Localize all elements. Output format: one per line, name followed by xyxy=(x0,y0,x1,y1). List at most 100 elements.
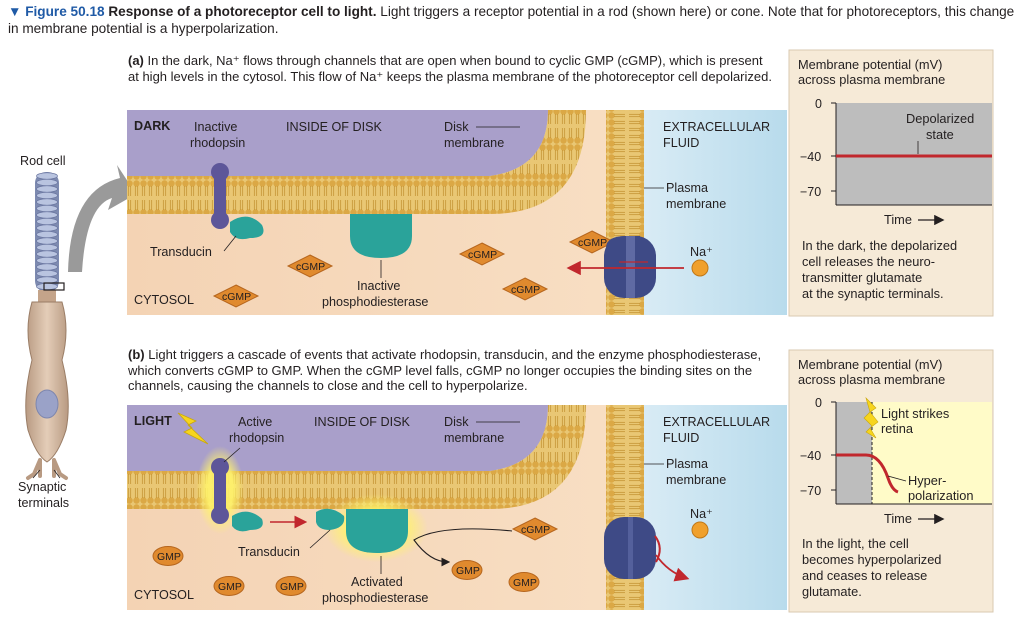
svg-text:GMP: GMP xyxy=(157,551,181,563)
cgmp-molecule: cGMP xyxy=(502,277,548,301)
rod-disk xyxy=(36,243,58,252)
transducin-label: Transducin xyxy=(238,545,300,559)
cytosol-label: CYTOSOL xyxy=(134,588,194,602)
graph-b-tick-70: −70 xyxy=(800,484,821,498)
figure-label: ▼ Figure 50.18 xyxy=(8,4,105,19)
rod-disk xyxy=(36,224,58,232)
graph-b-xlabel: Time xyxy=(884,511,912,526)
rod-disk xyxy=(36,256,58,265)
svg-text:cGMP: cGMP xyxy=(578,237,607,249)
rod-synaptic-terminals xyxy=(26,458,68,480)
gmp-molecule: GMP xyxy=(152,546,184,566)
dark-label: DARK xyxy=(134,119,170,133)
svg-text:GMP: GMP xyxy=(456,565,480,577)
transducin-label: Transducin xyxy=(150,245,212,259)
disk-membrane xyxy=(127,110,586,214)
graph-a-state-2: state xyxy=(926,127,954,142)
inactive-phosphodiesterase xyxy=(350,214,412,258)
graph-b-state-2: polarization xyxy=(908,488,973,503)
graph-a-desc-4: at the synaptic terminals. xyxy=(802,286,944,301)
cytosol-label: CYTOSOL xyxy=(134,293,194,307)
activated-pde-label-1: Activated xyxy=(351,575,403,589)
gmp-molecule: GMP xyxy=(451,560,483,580)
graph-b-desc-3: and ceases to release xyxy=(802,568,927,583)
panel-b-letter: (b) xyxy=(128,347,145,362)
zoom-arrow xyxy=(68,165,136,272)
panel-b-illustration: LIGHT Active rhodopsin INSIDE OF DISK Di… xyxy=(127,405,787,610)
rod-disk-stack xyxy=(36,172,58,291)
extracellular-label-2: FLUID xyxy=(663,431,699,445)
inactive-rhodopsin xyxy=(211,163,229,229)
graph-a-state-1: Depolarized xyxy=(906,111,974,126)
active-rhodopsin-label-2: rhodopsin xyxy=(229,431,284,445)
svg-text:GMP: GMP xyxy=(218,581,242,593)
svg-text:cGMP: cGMP xyxy=(511,284,540,296)
rod-disk xyxy=(36,230,58,239)
graph-a-plot-area xyxy=(836,103,992,205)
rod-disk xyxy=(36,276,58,284)
sodium-ion xyxy=(691,521,709,539)
inside-disk-label: INSIDE OF DISK xyxy=(314,415,410,429)
svg-text:cGMP: cGMP xyxy=(468,249,497,261)
graph-b-desc-2: becomes hyperpolarized xyxy=(802,552,941,567)
gmp-molecule: GMP xyxy=(275,576,307,596)
graph-a-tick-40: −40 xyxy=(800,150,821,164)
panel-a-letter: (a) xyxy=(128,53,144,68)
rod-disk xyxy=(36,282,58,291)
transducin xyxy=(230,216,264,240)
na-label: Na⁺ xyxy=(690,507,713,521)
plasma-membrane-label-1: Plasma xyxy=(666,457,708,471)
graph-b-tick-40: −40 xyxy=(800,449,821,463)
inactive-pde-label-1: Inactive xyxy=(357,279,400,293)
graph-a-desc-3: transmitter glutamate xyxy=(802,270,922,285)
transducin xyxy=(232,511,263,532)
extracellular-label-1: EXTRACELLULAR xyxy=(663,120,770,134)
figure-title: Response of a photoreceptor cell to ligh… xyxy=(108,4,377,19)
synaptic-terminals-label-1: Synaptic xyxy=(18,480,66,494)
closed-sodium-channel xyxy=(604,517,661,579)
active-rhodopsin xyxy=(211,458,229,524)
svg-text:cGMP: cGMP xyxy=(222,291,251,303)
graph-a-tick-70: −70 xyxy=(800,185,821,199)
panel-a-illustration: DARK Inactive rhodopsin INSIDE OF DISK D… xyxy=(127,110,787,315)
graph-b-title-2: across plasma membrane xyxy=(798,372,945,387)
panel-b-text: Light triggers a cascade of events that … xyxy=(128,347,762,393)
cgmp-molecule: cGMP xyxy=(213,284,259,308)
graph-b-desc-4: glutamate. xyxy=(802,584,862,599)
gmp-molecule: GMP xyxy=(213,576,245,596)
svg-text:cGMP: cGMP xyxy=(296,261,325,273)
panel-b-graph: Membrane potential (mV) across plasma me… xyxy=(788,349,994,613)
sodium-ion xyxy=(691,259,709,277)
blocked-arrow xyxy=(655,554,690,582)
zoom-box xyxy=(43,282,65,291)
graph-a-desc-1: In the dark, the depolarized xyxy=(802,238,957,253)
graph-b-tick-0: 0 xyxy=(815,396,822,410)
panel-a-graph: Membrane potential (mV) across plasma me… xyxy=(788,49,994,317)
panel-a-description: (a) In the dark, Na⁺ flows through chann… xyxy=(128,53,776,84)
graph-b-title-1: Membrane potential (mV) xyxy=(798,357,942,372)
synaptic-terminals-label-2: terminals xyxy=(18,496,69,510)
figure-caption: ▼ Figure 50.18 Response of a photorecept… xyxy=(8,3,1018,37)
disk-interior xyxy=(127,110,548,176)
svg-text:GMP: GMP xyxy=(280,581,304,593)
figure-caption-text: Light triggers a receptor potential in a… xyxy=(8,4,1015,36)
rod-inner-segment xyxy=(25,301,69,463)
plasma-membrane xyxy=(606,405,644,610)
rod-disk xyxy=(36,185,58,193)
graph-b-state-1: Hyper- xyxy=(908,473,946,488)
disk-membrane-label-2: membrane xyxy=(444,136,504,150)
graph-a-title-1: Membrane potential (mV) xyxy=(798,57,942,72)
light-label: LIGHT xyxy=(134,414,172,428)
rod-disk xyxy=(36,172,58,180)
inactive-rhodopsin-label-2: rhodopsin xyxy=(190,136,245,150)
rod-disk xyxy=(36,263,58,271)
graph-b-light-1: Light strikes xyxy=(881,406,949,421)
graph-a-title-2: across plasma membrane xyxy=(798,72,945,87)
rod-nucleus xyxy=(35,389,59,419)
graph-b-light-2: retina xyxy=(881,421,914,436)
graph-b-desc-1: In the light, the cell xyxy=(802,536,909,551)
disk-membrane-label-1: Disk xyxy=(444,415,469,429)
inactive-pde-label-2: phosphodiesterase xyxy=(322,295,428,309)
rod-disk xyxy=(36,237,58,245)
